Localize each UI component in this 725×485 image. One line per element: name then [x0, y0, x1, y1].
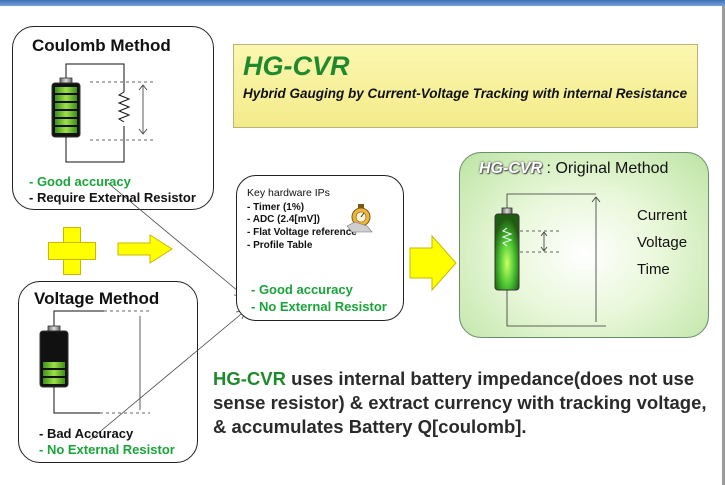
hw-item-adc: - ADC (2.4[mV])	[247, 214, 320, 225]
label-voltage: Voltage	[637, 234, 688, 251]
yellow-arrow-left	[117, 234, 173, 264]
coulomb-battery-icon	[51, 77, 81, 138]
hgcvr-subtitle: Hybrid Gauging by Current-Voltage Tracki…	[243, 86, 688, 101]
voltage-battery-icon	[39, 325, 69, 388]
summary-hg: HG-CVR	[213, 368, 286, 389]
coulomb-method-title: Coulomb Method	[32, 36, 171, 55]
plus-icon-horizontal	[48, 242, 96, 260]
hw-item-voltage-ref: - Flat Voltage reference	[247, 227, 357, 238]
voltage-circuit	[53, 310, 150, 414]
summary-text: uses internal battery impedance(does not…	[213, 368, 707, 437]
hw-item-timer: - Timer (1%)	[247, 202, 305, 213]
coulomb-bullet-require: - Require External Resistor	[29, 190, 196, 205]
yellow-arrow-right	[409, 234, 457, 292]
center-good-accuracy: - Good accuracy	[251, 282, 353, 297]
label-current: Current	[637, 207, 688, 224]
voltage-method-title: Voltage Method	[34, 289, 160, 308]
hgcvr-title-box: HG-CVR Hybrid Gauging by Current-Voltage…	[233, 44, 698, 128]
voltage-bullet-bad: - Bad Accuracy	[39, 426, 134, 441]
label-time: Time	[637, 261, 670, 278]
key-hardware-box	[236, 175, 404, 321]
coulomb-measure	[90, 81, 155, 141]
hgcvr-title: HG-CVR	[243, 51, 350, 81]
coulomb-bullet-good: - Good accuracy	[29, 174, 131, 189]
right-scroll-edge	[722, 6, 725, 485]
coulomb-circuit	[65, 63, 131, 163]
voltage-bullet-noext: - No External Resistor	[39, 442, 175, 457]
key-hardware-title: Key hardware IPs	[247, 187, 330, 199]
hw-item-profile-table: - Profile Table	[247, 240, 313, 251]
original-method-hg: HG-CVR	[479, 160, 543, 177]
original-method-title: HG-CVR : Original Method	[479, 160, 668, 178]
top-accent-bar	[0, 0, 725, 6]
summary-statement: HG-CVR uses internal battery impedance(d…	[213, 367, 713, 439]
resistor-icon	[117, 91, 131, 123]
glowing-battery-icon	[494, 207, 520, 291]
coulomb-method-box	[12, 26, 214, 210]
original-method-rest: : Original Method	[542, 160, 669, 177]
center-no-ext-resistor: - No External Resistor	[251, 299, 387, 314]
